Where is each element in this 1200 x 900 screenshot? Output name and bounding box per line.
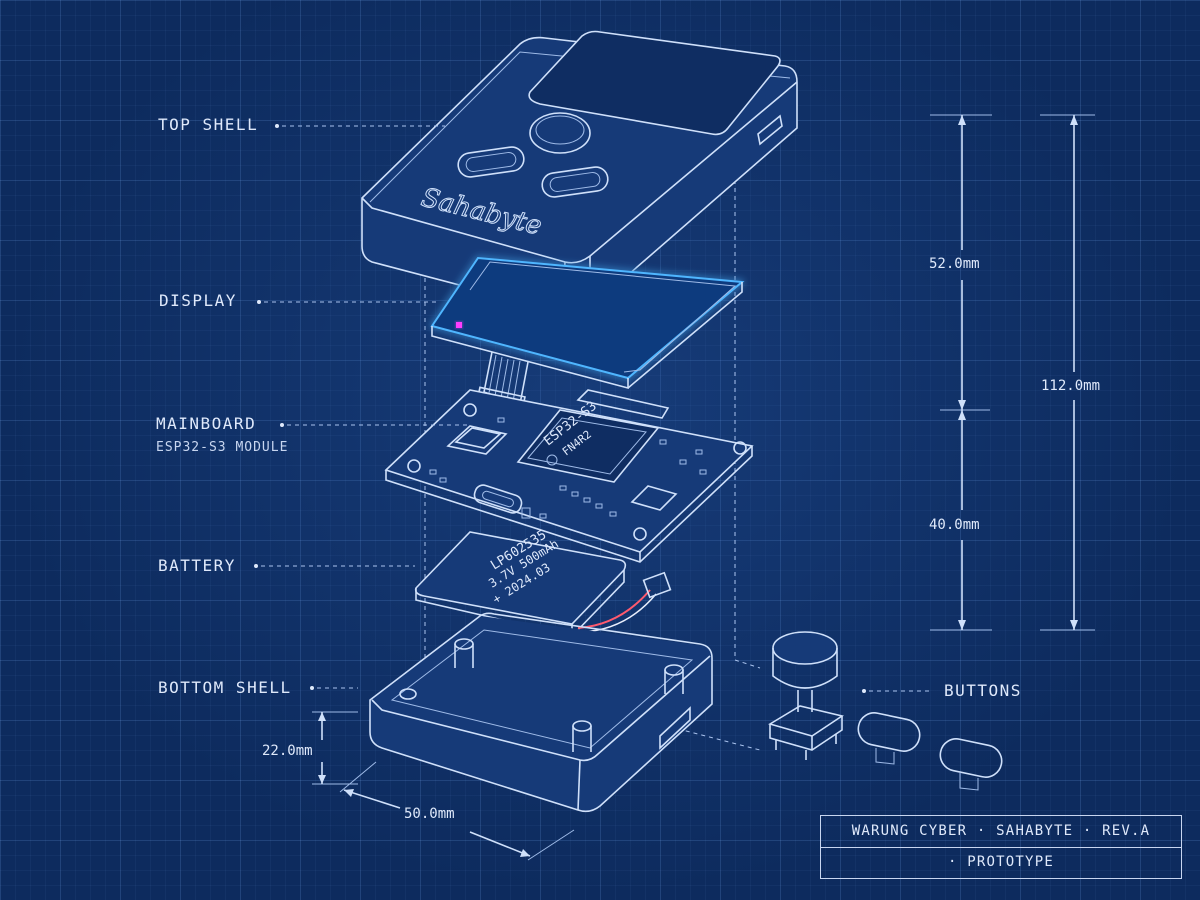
- dimension-upper: 52.0mm: [929, 256, 980, 272]
- label-mainboard: MAINBOARD: [156, 414, 257, 433]
- label-mainboard-sub: ESP32-S3 MODULE: [156, 440, 289, 455]
- label-top-shell: TOP SHELL: [158, 115, 259, 134]
- label-bottom-shell: BOTTOM SHELL: [158, 678, 292, 697]
- bottom-shell-part: [369, 612, 713, 813]
- title-block-line1: WARUNG CYBER · SAHABYTE · REV.A: [821, 816, 1181, 848]
- buttons-part: [768, 631, 1003, 791]
- mainboard-part: ESP32-S3 FN4R2: [384, 389, 754, 563]
- label-battery: BATTERY: [158, 556, 236, 575]
- dimension-width: 50.0mm: [404, 806, 455, 822]
- display-part: [430, 256, 745, 390]
- title-block-line2: · PROTOTYPE: [948, 854, 1054, 870]
- title-block: WARUNG CYBER · SAHABYTE · REV.A · PROTOT…: [820, 815, 1182, 879]
- dimension-total: 112.0mm: [1041, 378, 1101, 394]
- leader-lines: [254, 124, 930, 693]
- top-shell-part: Sahabyte: [361, 30, 798, 315]
- dimension-lines: [312, 114, 1095, 861]
- label-display: DISPLAY: [159, 291, 237, 310]
- display-led: [456, 322, 462, 328]
- dimension-height: 22.0mm: [262, 743, 313, 759]
- label-buttons: BUTTONS: [944, 681, 1022, 700]
- dimension-lower: 40.0mm: [929, 517, 980, 533]
- battery-part: LP602535 3.7V 500mAh + 2024.03: [414, 527, 672, 637]
